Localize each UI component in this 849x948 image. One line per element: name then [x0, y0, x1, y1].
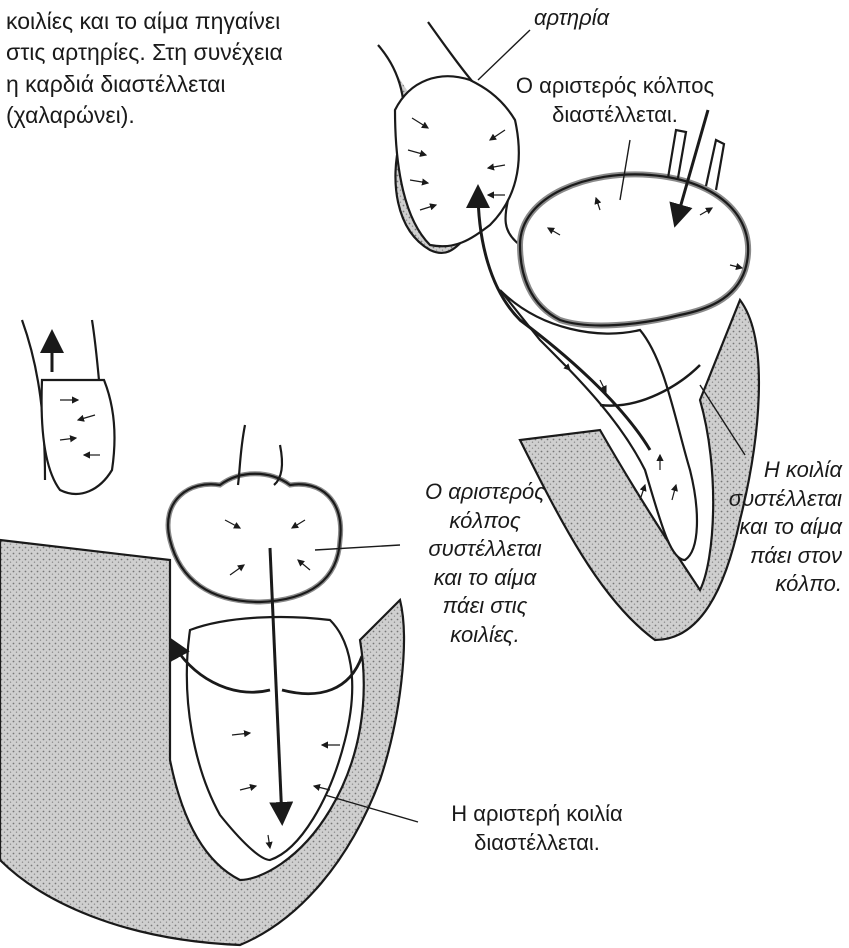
label-ventricle-contracts-line-5: κόλπο. [700, 570, 842, 599]
label-left-atrium-contracts-line-2: κόλπος [395, 507, 575, 536]
label-ventricle-contracts-line-4: πάει στον [700, 542, 842, 571]
label-left-ventricle-dilates: Η αριστερή κοιλία διαστέλλεται. [412, 800, 662, 857]
upper-vein-2 [706, 140, 724, 190]
label-ventricle-contracts: Η κοιλία συστέλλεται και το αίμα πάει στ… [700, 456, 842, 599]
label-artery: αρτηρία [534, 4, 609, 33]
label-left-atrium-dilates-line-1: Ο αριστερός κόλπος [495, 72, 735, 101]
lower-heart [0, 320, 418, 945]
label-left-ventricle-dilates-line-2: διαστέλλεται. [412, 829, 662, 858]
label-ventricle-contracts-line-2: συστέλλεται [700, 485, 842, 514]
label-left-atrium-dilates-line-2: διαστέλλεται. [495, 101, 735, 130]
label-ventricle-contracts-line-1: Η κοιλία [700, 456, 842, 485]
lower-atrium [168, 474, 341, 602]
label-left-atrium-contracts: Ο αριστερός κόλπος συστέλλεται και το αί… [395, 478, 575, 650]
upper-atrium [520, 174, 748, 325]
upper-vein-1 [668, 130, 686, 178]
label-left-atrium-contracts-line-3: συστέλλεται [395, 535, 575, 564]
label-left-atrium-contracts-line-6: κοιλίες. [395, 621, 575, 650]
label-left-atrium-dilates: Ο αριστερός κόλπος διαστέλλεται. [495, 72, 735, 129]
lower-artery-chamber [42, 380, 115, 494]
label-left-atrium-contracts-line-1: Ο αριστερός [395, 478, 575, 507]
label-left-atrium-contracts-line-5: πάει στις [395, 592, 575, 621]
label-left-ventricle-dilates-line-1: Η αριστερή κοιλία [412, 800, 662, 829]
label-left-atrium-contracts-line-4: και το αίμα [395, 564, 575, 593]
label-ventricle-contracts-line-3: και το αίμα [700, 513, 842, 542]
